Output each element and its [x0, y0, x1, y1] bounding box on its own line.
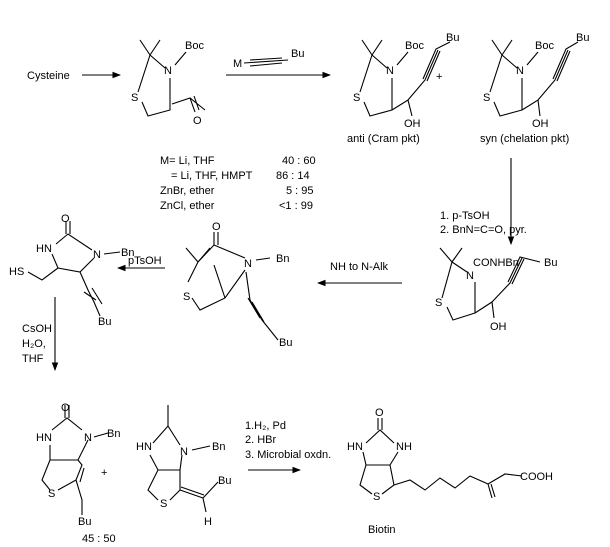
- atom-label: O: [375, 407, 384, 419]
- bond-lines: [489, 39, 579, 117]
- metal-label: M: [233, 58, 242, 70]
- atom-label: S: [353, 92, 360, 104]
- atom-label: HS: [9, 266, 24, 278]
- atom-label: O: [61, 402, 70, 414]
- final-step-1: 1.H₂, Pd: [245, 420, 286, 432]
- atom-label: S: [131, 92, 138, 104]
- atom-label: Bn: [212, 441, 225, 453]
- atom-label: N: [516, 65, 524, 77]
- bicyclic-urea: O N Bn S Bu: [183, 221, 292, 349]
- atom-label: OH: [404, 118, 421, 130]
- condition-text: ZnCl, ether: [160, 200, 215, 212]
- bond-lines: [27, 221, 121, 317]
- ratio-text: 40 : 60: [282, 155, 316, 167]
- atom-label: HN: [136, 441, 152, 453]
- alkyne-reagent: [243, 57, 289, 67]
- urea-step-1: 1. p-TsOH: [440, 210, 490, 222]
- atom-label: Bu: [98, 316, 111, 328]
- condition-text: = Li, THF, HMPT: [171, 170, 253, 182]
- atom-label: Bu: [279, 337, 292, 349]
- atom-label: O: [212, 221, 221, 233]
- cysteine-label: Cysteine: [27, 70, 70, 82]
- atom-label: COOH: [520, 471, 553, 483]
- urea-step-2: 2. BnN=C=O, pyr.: [440, 224, 527, 236]
- atom-label: HN: [36, 243, 52, 255]
- atom-label: OH: [490, 321, 507, 333]
- atom-label: S: [373, 491, 380, 503]
- atom-label: N: [466, 270, 474, 282]
- biotin-label: Biotin: [368, 524, 396, 536]
- biotin-structure: O HN NH S COOH: [347, 407, 553, 503]
- atom-label: N: [244, 258, 252, 270]
- atom-label: Bn: [121, 247, 134, 259]
- atom-label: Bu: [576, 32, 589, 44]
- garner-aldehyde: N Boc S O: [131, 39, 206, 127]
- atom-label: S: [160, 498, 167, 510]
- atom-label: N: [386, 65, 394, 77]
- atom-label: Bu: [544, 257, 557, 269]
- bond-lines: [359, 418, 523, 499]
- atom-label: S: [183, 291, 190, 303]
- atom-label: HN: [347, 441, 363, 453]
- reagent-bu-label: Bu: [291, 48, 304, 60]
- atom-label: N: [180, 446, 188, 458]
- final-step-3: 3. Microbial oxdn.: [245, 449, 331, 461]
- atom-label: OH: [532, 118, 549, 130]
- atom-label: O: [61, 213, 70, 225]
- isomer-ratio: 45 : 50: [82, 533, 116, 545]
- atom-label: Boc: [535, 40, 554, 52]
- atom-label: Boc: [405, 40, 424, 52]
- bond-lines: [185, 232, 279, 341]
- atom-label: S: [483, 92, 490, 104]
- anti-label: anti (Cram pkt): [347, 133, 420, 145]
- atom-label: N: [93, 249, 101, 261]
- atom-label: HN: [36, 432, 52, 444]
- atom-label: N: [84, 432, 92, 444]
- atom-label: H: [204, 516, 212, 528]
- conditions-table: M= Li, THF 40 : 60 = Li, THF, HMPT 86 : 14…: [160, 155, 316, 212]
- syn-label: syn (chelation pkt): [480, 133, 569, 145]
- cyclize-step-1: CsOH: [22, 323, 52, 335]
- cyclize-step-2: H₂O,: [22, 338, 46, 350]
- thiopyran-product: O HN N Bn S Bu: [36, 402, 120, 528]
- atom-label: Bu: [218, 475, 231, 487]
- atom-label: Bu: [446, 32, 459, 44]
- atom-label: CONHBn: [473, 257, 519, 269]
- atom-label: Bu: [78, 516, 91, 528]
- plus-sign-2: +: [101, 467, 107, 479]
- atom-label: S: [435, 297, 442, 309]
- atom-label: Bn: [276, 253, 289, 265]
- atom-label: Boc: [185, 40, 204, 52]
- ratio-text: 86 : 14: [276, 170, 310, 182]
- alkylation-step: NH to N-Alk: [330, 261, 389, 273]
- bond-lines: [41, 405, 109, 515]
- ratio-text: 5 : 95: [286, 185, 314, 197]
- bond-lines: [137, 39, 206, 117]
- condition-text: M= Li, THF: [160, 155, 215, 167]
- deprotect-step: pTsOH: [128, 255, 162, 267]
- bond-lines: [359, 39, 451, 117]
- ratio-text: <1 : 99: [279, 200, 313, 212]
- atom-label: O: [193, 115, 202, 127]
- syn-product: N Boc S OH Bu: [483, 32, 589, 130]
- thiol-urea: O HN N Bn HS Bu: [9, 213, 134, 328]
- atom-label: NH: [396, 441, 412, 453]
- atom-label: S: [48, 488, 55, 500]
- plus-sign: +: [436, 71, 442, 83]
- atom-label: N: [164, 65, 172, 77]
- anti-product: N Boc S OH Bu: [353, 32, 459, 130]
- exocyclic-alkene-product: HN N Bn S Bu H: [136, 405, 231, 528]
- atom-label: Bn: [107, 428, 120, 440]
- final-step-2: 2. HBr: [245, 434, 277, 446]
- bond-lines: [439, 247, 541, 321]
- bond-lines: [147, 405, 219, 513]
- cyclize-step-3: THF: [22, 353, 44, 365]
- condition-text: ZnBr, ether: [160, 185, 215, 197]
- carbamoyl-intermediate: N CONHBn S OH Bu: [435, 247, 557, 333]
